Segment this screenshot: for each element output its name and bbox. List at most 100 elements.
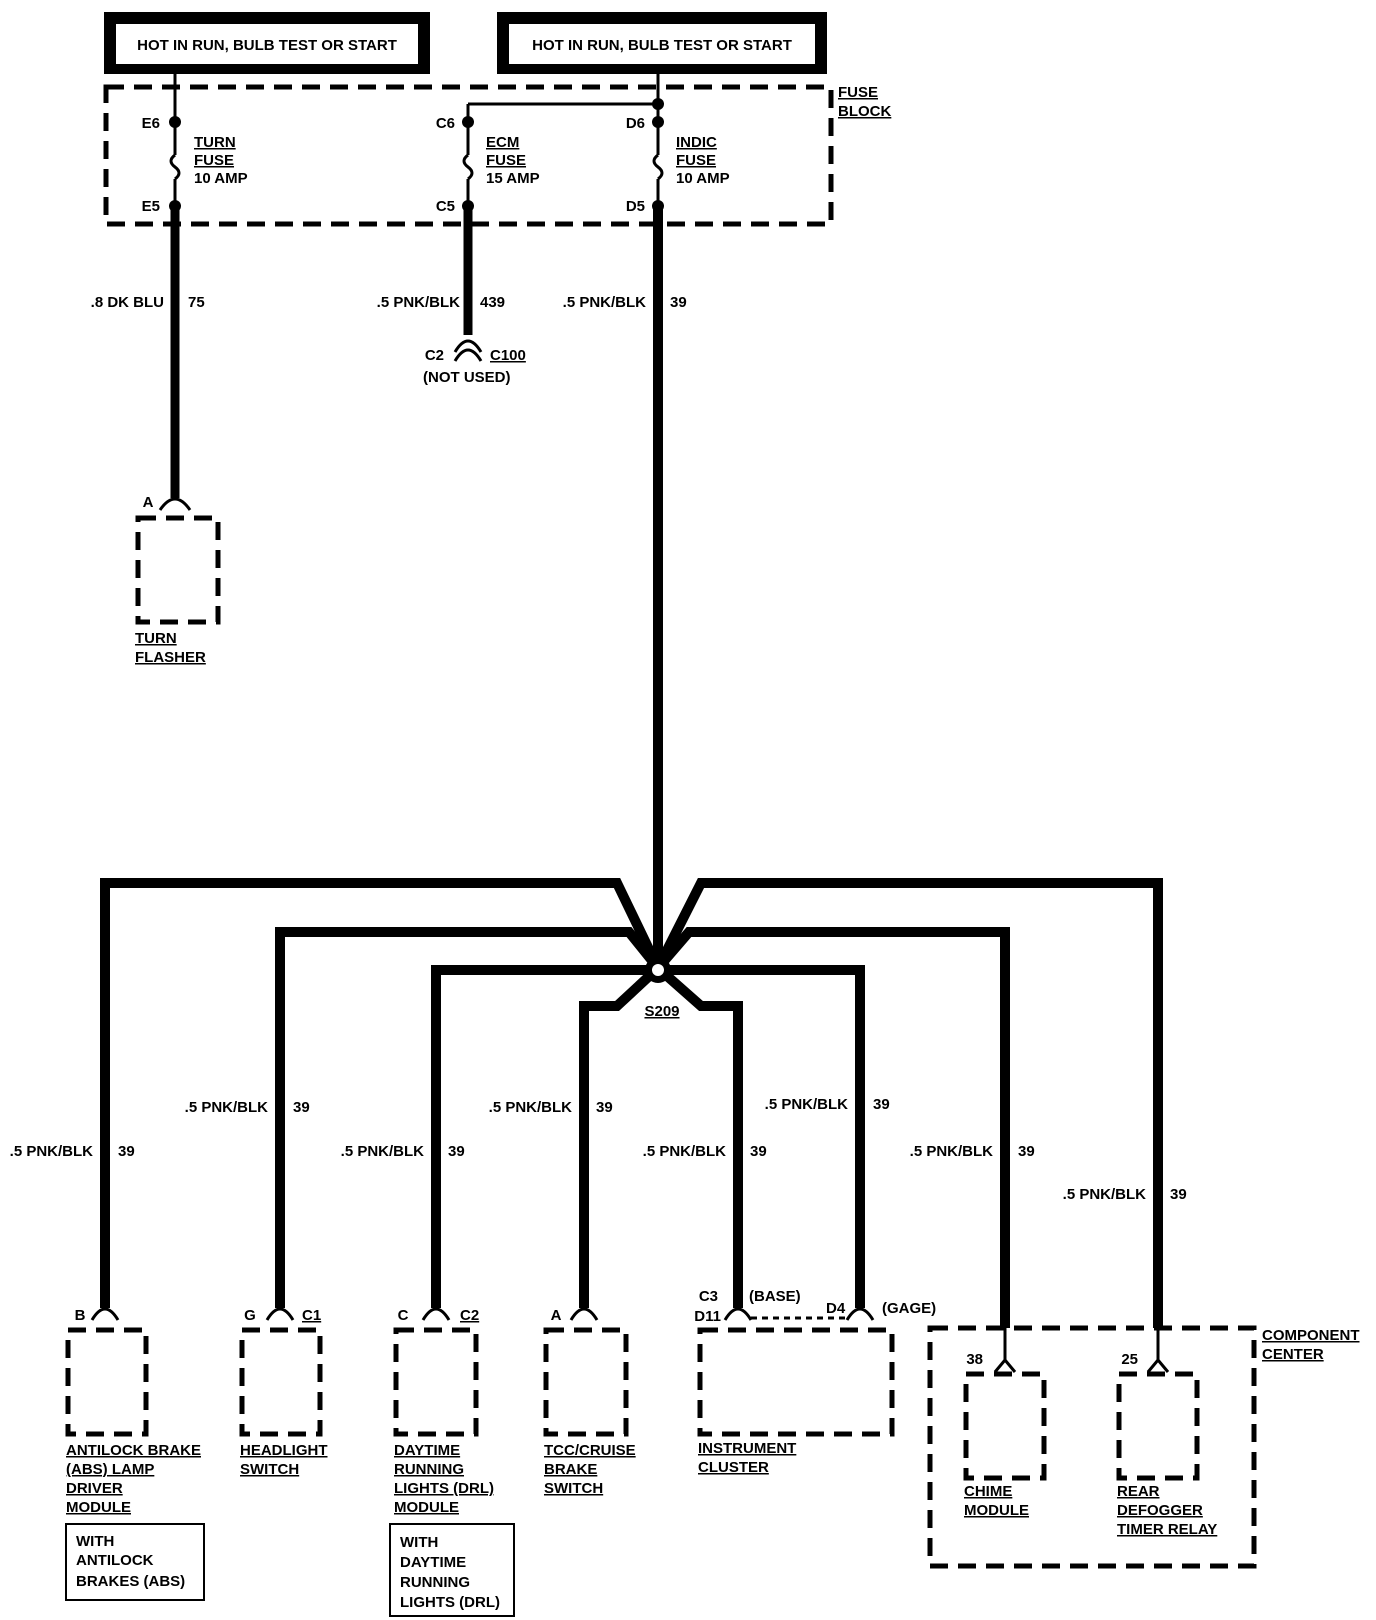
wire-abs-color: .5 PNK/BLK xyxy=(10,1143,94,1160)
turn-flasher-connector xyxy=(158,497,192,511)
wire-cluster-base xyxy=(654,964,743,1308)
wire-headlight-color: .5 PNK/BLK xyxy=(185,1099,269,1116)
cluster-pin-d11: D11 xyxy=(694,1308,721,1325)
cluster-label-2: CLUSTER xyxy=(698,1459,769,1476)
drl-label-2: RUNNING xyxy=(394,1461,464,1478)
turn-fuse-top-terminal xyxy=(169,116,181,128)
drl-note: WITH xyxy=(400,1534,438,1551)
abs-module-box xyxy=(65,1327,149,1437)
wire-abs xyxy=(100,878,663,1308)
wire-drl-color: .5 PNK/BLK xyxy=(341,1143,425,1160)
turn-fuse-bottom-pin: E5 xyxy=(142,198,160,215)
chime-connector xyxy=(993,1357,1017,1373)
turn-fuse-rating: 10 AMP xyxy=(194,170,248,187)
wire-headlight-circuit: 39 xyxy=(293,1099,310,1116)
cluster-label: INSTRUMENT xyxy=(698,1440,796,1457)
wire-ecm-color: .5 PNK/BLK xyxy=(377,294,461,311)
defogger-label-2: DEFOGGER xyxy=(1117,1502,1203,1519)
wire-defogger-circuit: 39 xyxy=(1170,1186,1187,1203)
power-left-label: HOT IN RUN, BULB TEST OR START xyxy=(137,37,397,54)
headlight-connector xyxy=(265,1307,295,1321)
fuse-block-label-1: FUSE xyxy=(838,84,878,101)
abs-note: WITH xyxy=(76,1533,114,1550)
wire-turn-color: .8 DK BLU xyxy=(91,294,164,311)
tcc-switch-box xyxy=(543,1327,629,1437)
indic-fuse-name-2: FUSE xyxy=(676,152,716,169)
chime-label: CHIME xyxy=(964,1483,1012,1500)
turn-flasher-pin: A xyxy=(143,494,154,511)
drl-note-3: RUNNING xyxy=(400,1574,470,1591)
wire-chime-circuit: 39 xyxy=(1018,1143,1035,1160)
fuse-block-outline xyxy=(103,84,834,227)
tcc-label-3: SWITCH xyxy=(544,1480,603,1497)
splice-s209-label: S209 xyxy=(644,1003,679,1020)
abs-note-box xyxy=(65,1523,205,1601)
wire-drl xyxy=(431,965,658,1308)
abs-label: ANTILOCK BRAKE xyxy=(66,1442,201,1459)
wire-tcc-circuit: 39 xyxy=(596,1099,613,1116)
ecm-fuse-bottom-pin: C5 xyxy=(436,198,455,215)
turn-flasher-label: TURN xyxy=(135,630,177,647)
cluster-pin-d4: D4 xyxy=(826,1300,846,1317)
wire-cluster-gage xyxy=(658,965,865,1308)
headlight-label-2: SWITCH xyxy=(240,1461,299,1478)
chime-module-box xyxy=(963,1371,1047,1481)
wire-cluster-gage-circuit: 39 xyxy=(873,1096,890,1113)
cluster-base-connector xyxy=(723,1307,753,1321)
wire-headlight xyxy=(275,927,662,1308)
drl-label-4: MODULE xyxy=(394,1499,459,1516)
indic-fuse-name: INDIC xyxy=(676,134,717,151)
tcc-pin: A xyxy=(551,1307,562,1324)
power-right-label: HOT IN RUN, BULB TEST OR START xyxy=(532,37,792,54)
indic-fuse-top-pin: D6 xyxy=(626,115,645,132)
defogger-connector xyxy=(1146,1357,1170,1373)
fuse-block-label-2: BLOCK xyxy=(838,103,891,120)
indic-fuse-bottom-pin: D5 xyxy=(626,198,645,215)
wire-indic-circuit: 39 xyxy=(670,294,687,311)
defogger-relay-box xyxy=(1116,1371,1200,1481)
component-center-label: COMPONENT xyxy=(1262,1327,1360,1344)
wire-tcc-color: .5 PNK/BLK xyxy=(489,1099,573,1116)
headlight-conn: C1 xyxy=(302,1307,321,1324)
drl-note-4: LIGHTS (DRL) xyxy=(400,1594,500,1611)
wire-abs-circuit: 39 xyxy=(118,1143,135,1160)
ecm-fuse-top-pin: C6 xyxy=(436,115,455,132)
turn-fuse-name-2: FUSE xyxy=(194,152,234,169)
chime-label-2: MODULE xyxy=(964,1502,1029,1519)
drl-label-3: LIGHTS (DRL) xyxy=(394,1480,494,1497)
cluster-gage-label: (GAGE) xyxy=(882,1300,936,1317)
wire-turn-circuit: 75 xyxy=(188,294,205,311)
wire-tcc xyxy=(579,964,662,1308)
ecm-fuse-name-2: FUSE xyxy=(486,152,526,169)
cluster-base-label: (BASE) xyxy=(749,1288,801,1305)
drl-module-box xyxy=(393,1327,479,1437)
indic-fuse-rating: 10 AMP xyxy=(676,170,730,187)
wire-drl-circuit: 39 xyxy=(448,1143,465,1160)
wire-cluster-base-circuit: 39 xyxy=(750,1143,767,1160)
abs-label-2: (ABS) LAMP xyxy=(66,1461,154,1478)
headlight-label: HEADLIGHT xyxy=(240,1442,328,1459)
defogger-pin: 25 xyxy=(1121,1351,1138,1368)
drl-pin: C xyxy=(398,1307,409,1324)
chime-pin: 38 xyxy=(966,1351,983,1368)
turn-flasher-box xyxy=(135,515,221,625)
defogger-label-3: TIMER RELAY xyxy=(1117,1521,1217,1538)
c100-name: C100 xyxy=(490,347,526,364)
abs-connector xyxy=(90,1307,120,1321)
drl-note-box xyxy=(389,1523,515,1617)
turn-fuse-top-pin: E6 xyxy=(142,115,160,132)
indic-fuse-element xyxy=(652,153,664,181)
turn-flasher-label-2: FLASHER xyxy=(135,649,206,666)
abs-label-3: DRIVER xyxy=(66,1480,123,1497)
headlight-switch-box xyxy=(239,1327,323,1437)
abs-note-3: BRAKES (ABS) xyxy=(76,1573,185,1590)
turn-fuse-name: TURN xyxy=(194,134,236,151)
tcc-label-2: BRAKE xyxy=(544,1461,597,1478)
instrument-cluster-box xyxy=(697,1327,895,1437)
wire-chime-color: .5 PNK/BLK xyxy=(910,1143,994,1160)
turn-fuse-element xyxy=(169,153,181,181)
wire-cluster-gage-color: .5 PNK/BLK xyxy=(765,1096,849,1113)
drl-label: DAYTIME xyxy=(394,1442,460,1459)
ecm-fuse-name: ECM xyxy=(486,134,519,151)
